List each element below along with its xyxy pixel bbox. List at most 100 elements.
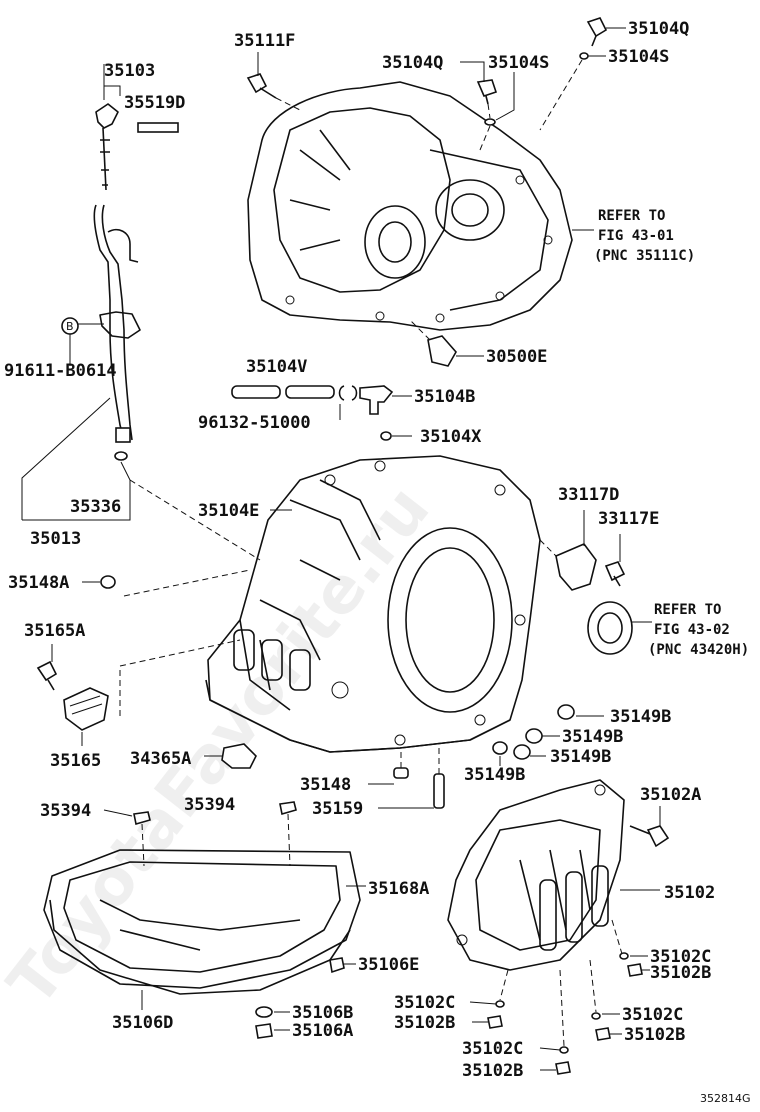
bolt-35102A-shank (629, 825, 651, 835)
label-35103[interactable]: 35103 (104, 61, 155, 81)
label-35394-left[interactable]: 35394 (40, 801, 91, 821)
transaxle-case (119, 455, 561, 753)
leader-35102C-4 (539, 1047, 561, 1051)
bolt-35102B-4 (555, 1061, 571, 1075)
dash-dipstick-to-case (129, 479, 261, 561)
label-35106A[interactable]: 35106A (292, 1021, 353, 1041)
cover-bolt-hole-1 (456, 934, 468, 946)
case-cylinder-3 (289, 649, 311, 691)
label-35102B-2[interactable]: 35102B (394, 1013, 455, 1033)
dash-35102C-3 (589, 959, 597, 1013)
label-35102[interactable]: 35102 (664, 883, 715, 903)
label-35104V[interactable]: 35104V (246, 357, 307, 377)
part-labels: 35111F 35104Q 35104S 35104Q 35104S 35103… (4, 19, 751, 1105)
bolt-33117E (604, 561, 626, 582)
label-35159[interactable]: 35159 (312, 799, 363, 819)
refer-fig-43-01-line1: REFER TO (598, 208, 665, 224)
label-35104Q-lower[interactable]: 35104Q (382, 53, 443, 73)
label-34365A[interactable]: 34365A (130, 749, 191, 769)
label-35111F[interactable]: 35111F (234, 31, 295, 51)
dash-35148-35159 (400, 748, 440, 774)
dipstick-tube-end (115, 427, 131, 443)
cover-boss-2 (565, 871, 583, 943)
label-91611-B0614[interactable]: 91611-B0614 (4, 361, 117, 381)
label-35102B-3[interactable]: 35102B (624, 1025, 685, 1045)
label-35106B[interactable]: 35106B (292, 1003, 353, 1023)
label-35104Q-upper[interactable]: 35104Q (628, 19, 689, 39)
label-tag-35519D (137, 122, 179, 133)
label-35394-right[interactable]: 35394 (184, 795, 235, 815)
label-35148A[interactable]: 35148A (8, 573, 69, 593)
label-35149B-1[interactable]: 35149B (610, 707, 671, 727)
label-33117D[interactable]: 33117D (558, 485, 619, 505)
case-bell-opening (387, 527, 513, 713)
label-35102C-1[interactable]: 35102C (650, 947, 711, 967)
label-96132-51000[interactable]: 96132-51000 (198, 413, 311, 433)
cover-outline (447, 779, 625, 971)
refer-fig-43-02-line3: (PNC 43420H) (648, 642, 749, 658)
gasket-35168A-inner (63, 861, 341, 973)
label-35104S-lower[interactable]: 35104S (488, 53, 549, 73)
seal-outer (587, 601, 633, 655)
label-35336[interactable]: 35336 (70, 497, 121, 517)
dash-35102C-1 (611, 919, 623, 955)
label-35102C-2[interactable]: 35102C (394, 993, 455, 1013)
label-35102B-4[interactable]: 35102B (462, 1061, 523, 1081)
housing-bolt-hole-4 (435, 313, 445, 323)
refer-fig-43-01-line2[interactable]: FIG 43-01 (598, 228, 674, 244)
cover-small-parts (469, 919, 650, 1075)
bolt-35102B-3 (595, 1027, 611, 1041)
refer-fig-43-02-line2[interactable]: FIG 43-02 (654, 622, 730, 638)
bolt-35111F (246, 73, 268, 94)
plug-35149B-4 (492, 741, 508, 755)
bolt-35104Q-upper-shank (591, 35, 597, 47)
middle-small-parts (231, 385, 412, 441)
label-35168A[interactable]: 35168A (368, 879, 429, 899)
cover-bolt-hole-2 (594, 784, 606, 796)
housing-bearing-inner (378, 221, 412, 263)
o-ring-35336 (114, 451, 128, 461)
label-35165[interactable]: 35165 (50, 751, 101, 771)
washer-35104S-upper (579, 52, 589, 60)
label-35104E[interactable]: 35104E (198, 501, 259, 521)
extension-housing-35102 (447, 779, 670, 971)
label-30500E[interactable]: 30500E (486, 347, 547, 367)
plug-35148 (393, 767, 409, 779)
bolt-35102B-1 (627, 963, 643, 977)
bolt-35165A (36, 660, 58, 682)
label-35106E[interactable]: 35106E (358, 955, 419, 975)
label-35102C-4[interactable]: 35102C (462, 1039, 523, 1059)
label-35149B-4[interactable]: 35149B (464, 765, 525, 785)
top-bolts (246, 17, 626, 367)
hose-35104V-right (285, 385, 335, 399)
label-35102B-1[interactable]: 35102B (650, 963, 711, 983)
plug-35149B-3 (513, 744, 531, 760)
refer-fig-43-02-line1: REFER TO (654, 602, 721, 618)
case-bolt-4 (514, 614, 526, 626)
case-pan-flange (205, 679, 511, 753)
bracket-33117D (555, 543, 597, 591)
dash-30500E (409, 319, 431, 341)
label-35519D[interactable]: 35519D (124, 93, 185, 113)
dipstick-tube-bracket (99, 311, 141, 339)
label-35104X[interactable]: 35104X (420, 427, 482, 447)
washer-35102C-4 (559, 1046, 569, 1054)
label-33117E[interactable]: 33117E (598, 509, 659, 529)
label-35102A[interactable]: 35102A (640, 785, 701, 805)
pin-35159 (433, 773, 445, 809)
label-35148[interactable]: 35148 (300, 775, 351, 795)
label-35013[interactable]: 35013 (30, 529, 81, 549)
label-35106D[interactable]: 35106D (112, 1013, 173, 1033)
dipstick-rod-marks (100, 139, 110, 186)
bolt-33117E-shank (613, 575, 621, 587)
bracket-and-seal (555, 510, 652, 655)
dash-35148A (123, 569, 251, 597)
label-35104S-upper[interactable]: 35104S (608, 47, 669, 67)
bolt-35165A-shank (47, 679, 55, 691)
o-ring-35104X (380, 431, 392, 441)
label-35102C-3[interactable]: 35102C (622, 1005, 683, 1025)
label-35149B-2[interactable]: 35149B (562, 727, 623, 747)
label-35149B-3[interactable]: 35149B (550, 747, 611, 767)
label-35104B[interactable]: 35104B (414, 387, 475, 407)
label-35165A[interactable]: 35165A (24, 621, 85, 641)
